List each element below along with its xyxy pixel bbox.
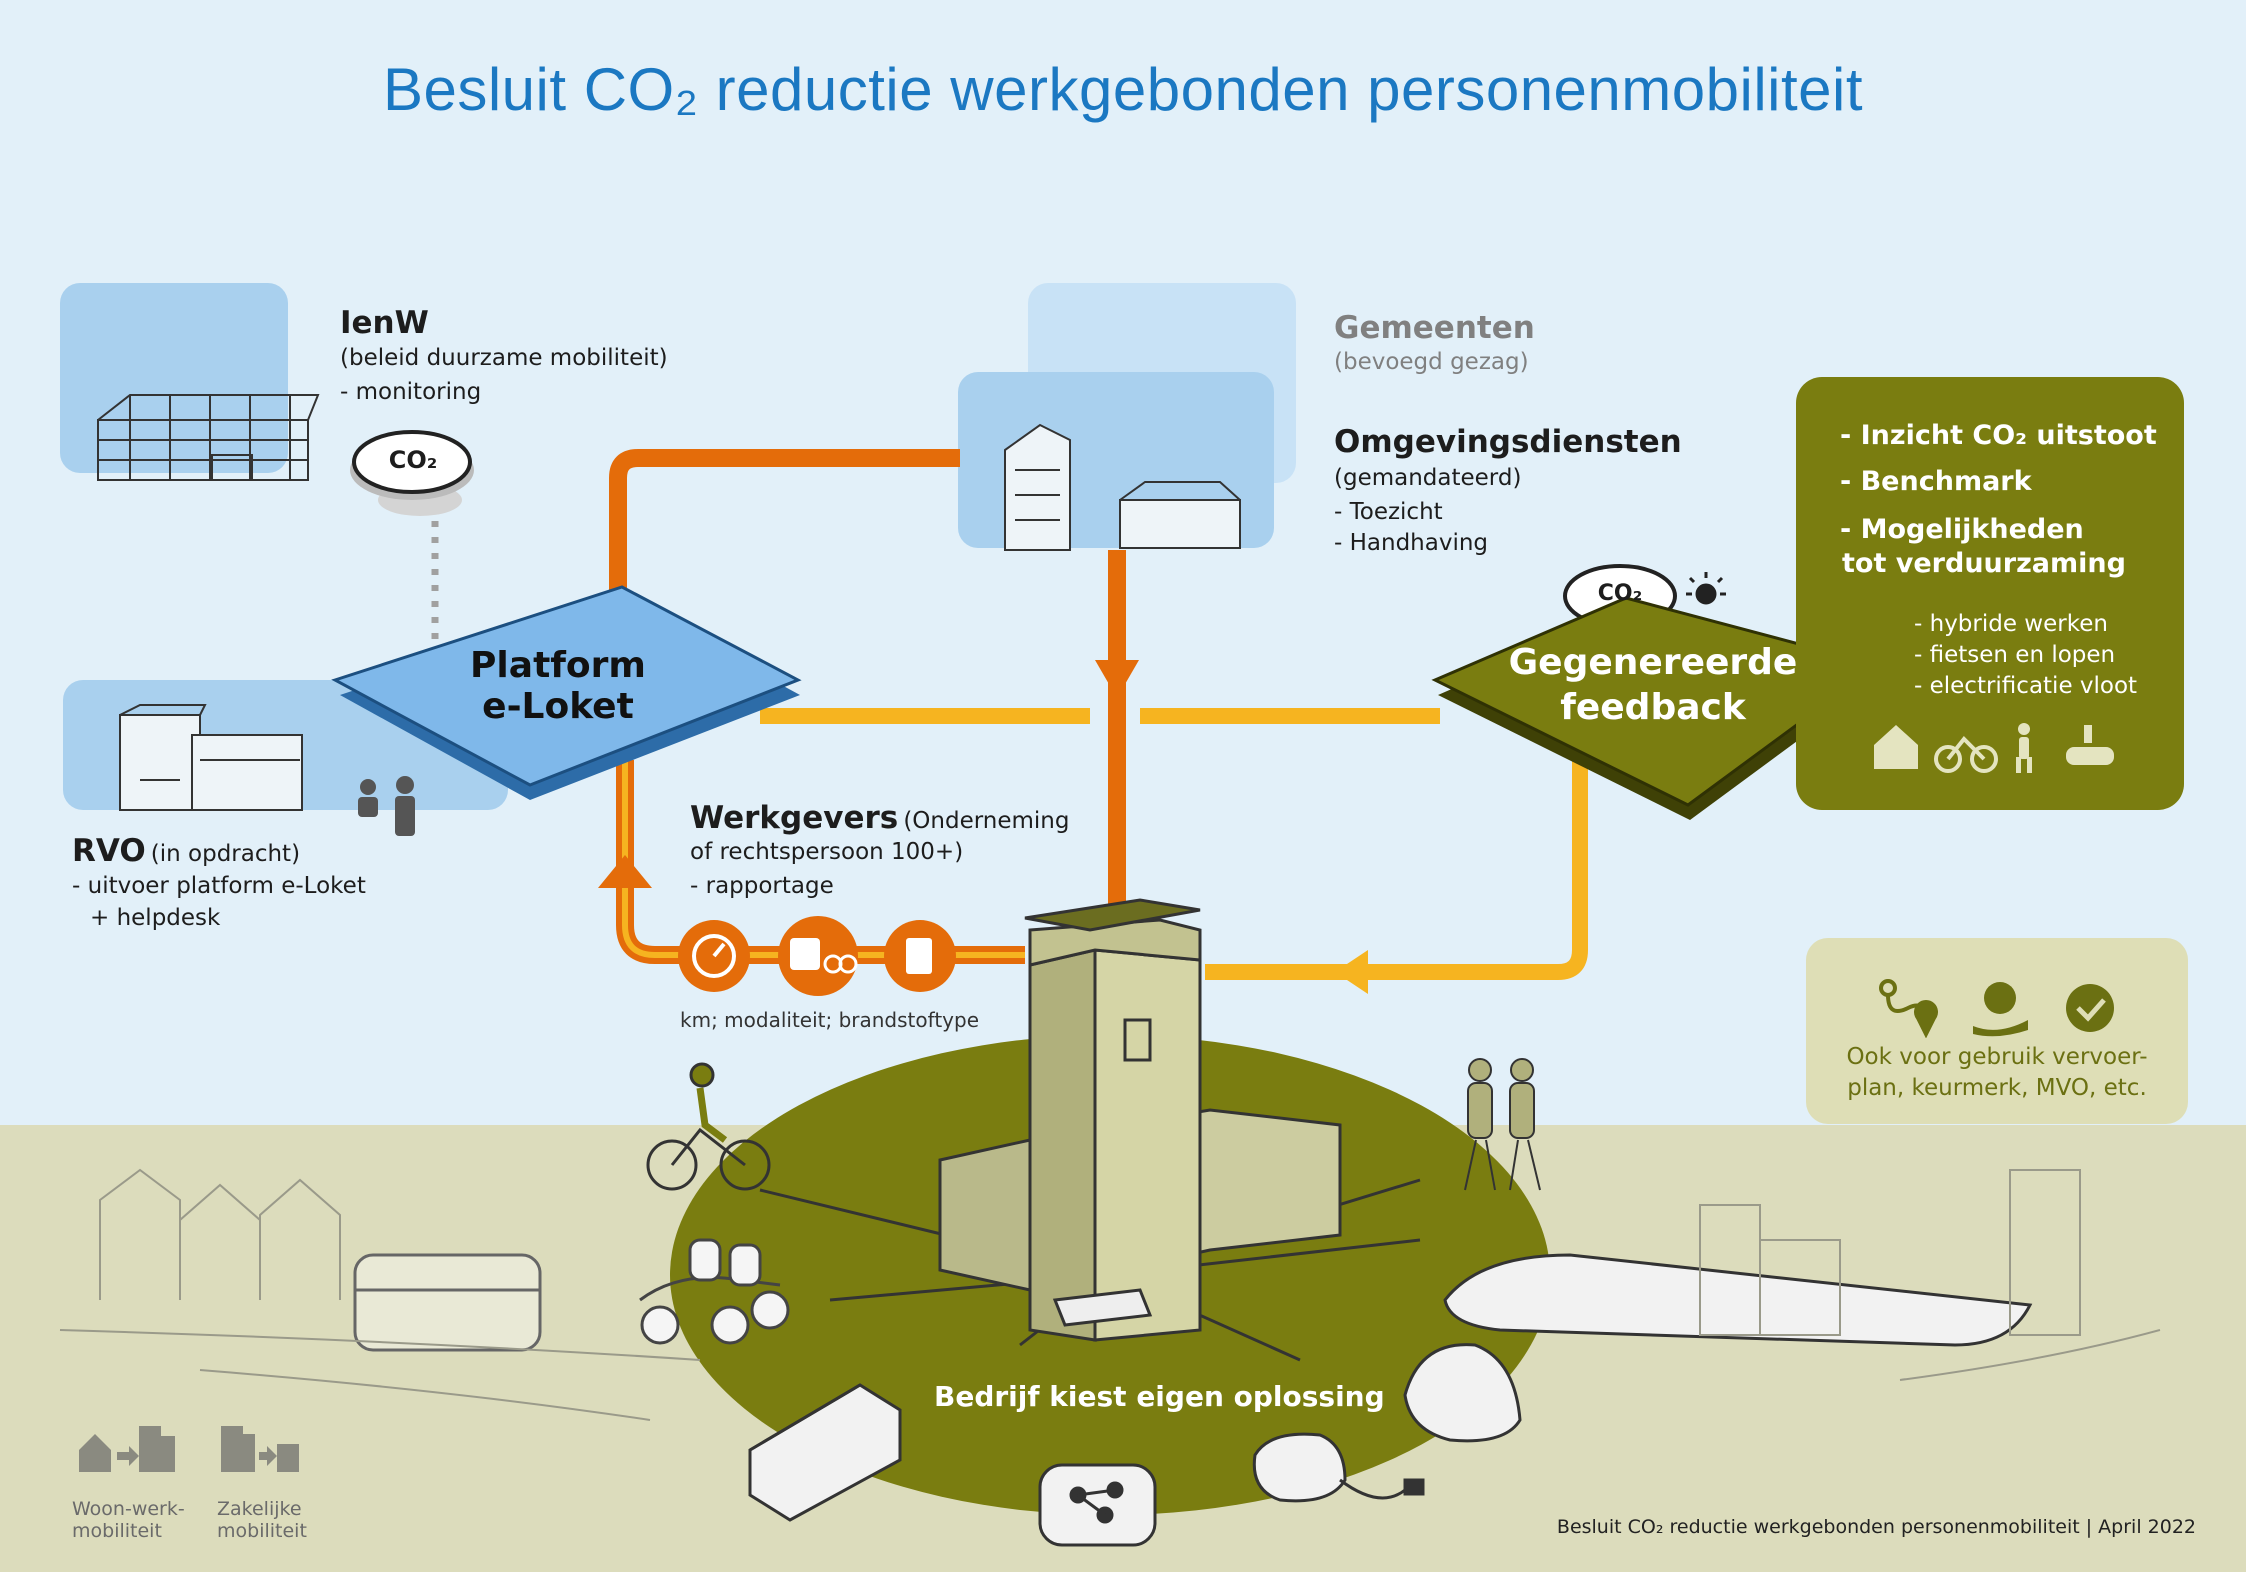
feedback-item-verduurzaming: tot verduurzaming: [1842, 548, 2126, 579]
rvo-description: (in opdracht): [150, 841, 301, 867]
shared-car-icon: [1038, 1463, 1157, 1547]
legend-woon-werk-line2: mobiliteit: [72, 1520, 162, 1542]
ienw-building-icon: [97, 394, 320, 481]
ev-charging-icon: [2066, 725, 2114, 765]
legend-zakelijke: Zakelijke mobiliteit: [217, 1498, 307, 1542]
werkgevers-task: - rapportage: [690, 873, 834, 899]
lightbulb-icon: [1686, 572, 1726, 605]
other-use-icon-row: [1879, 979, 2114, 1038]
feedback-sub-fietsen: - fietsen en lopen: [1914, 642, 2116, 668]
omgevingsdiensten-task-toezicht: - Toezicht: [1334, 499, 1443, 525]
platform-slab: [331, 585, 802, 800]
company-tower-icon: [938, 898, 1342, 1342]
feedback-co2-badge: CO₂: [1597, 581, 1643, 606]
office-to-office-icon: [221, 1426, 299, 1472]
rvo-name: RVO: [72, 833, 146, 869]
feedback-item-benchmark: - Benchmark: [1840, 466, 2032, 497]
odometer-icon: [678, 920, 750, 992]
feedback-info-box: - Inzicht CO₂ uitstoot - Benchmark - Mog…: [1796, 377, 2184, 810]
ienw-task: - monitoring: [340, 379, 482, 405]
other-use-line1: Ook voor gebruik vervoer-: [1846, 1044, 2148, 1070]
center-solution-label: Bedrijf kiest eigen oplossing: [934, 1380, 1385, 1413]
werkgevers-description-line2: of rechtspersoon 100+): [690, 839, 964, 865]
walking-icon: [2016, 723, 2032, 773]
people-icon: [358, 776, 415, 836]
legend-icons: [79, 1426, 299, 1472]
platform-label-line2: e-Loket: [482, 686, 634, 727]
feedback-item-inzicht: - Inzicht CO₂ uitstoot: [1840, 420, 2157, 451]
down-arrow-icon: [1095, 660, 1139, 698]
page-title: Besluit CO₂ reductie werkgebonden person…: [382, 56, 1864, 123]
report-icon-row: [678, 916, 956, 996]
scooters-icon: [639, 1238, 790, 1345]
gemeenten-name: Gemeenten: [1334, 310, 1535, 346]
ienw-description: (beleid duurzame mobiliteit): [340, 345, 668, 371]
rvo-task-helpdesk: + helpdesk: [90, 905, 221, 931]
route-icon: [1879, 979, 1938, 1038]
gemeenten-building-icon: [1004, 423, 1241, 551]
gemeenten-description: (bevoegd gezag): [1334, 349, 1529, 375]
legend-woon-werk-line1: Woon-werk-: [72, 1498, 185, 1520]
feedback-icon-row: [1874, 723, 2114, 773]
platform-label: Platform e-Loket: [438, 645, 678, 727]
legend-woon-werk: Woon-werk- mobiliteit: [72, 1498, 185, 1542]
other-use-text: Ook voor gebruik vervoer- plan, keurmerk…: [1806, 1042, 2188, 1104]
left-arrow-icon: [1335, 950, 1368, 994]
van-icon: [748, 1383, 902, 1522]
up-arrow-icon: [598, 855, 652, 888]
feedback-item-mogelijkheden: - Mogelijkheden: [1840, 514, 2084, 545]
legend-zakelijke-line1: Zakelijke: [217, 1498, 302, 1520]
feedback-label: Gegenereerde feedback: [1498, 640, 1808, 730]
home-to-office-icon: [79, 1426, 175, 1472]
vehicles-icon: [778, 916, 858, 996]
ienw-name: IenW: [340, 305, 429, 341]
home-work-icon: [1874, 725, 1918, 769]
feedback-sub-hybride: - hybride werken: [1914, 611, 2108, 637]
werkgevers-description: (Onderneming: [903, 808, 1070, 834]
bus-icon: [353, 1253, 542, 1352]
feedback-sub-electrificatie: - electrificatie vloot: [1914, 673, 2138, 699]
werkgevers-heading: Werkgevers (Onderneming: [690, 800, 1069, 837]
town-sketch-right: [1699, 1169, 2161, 1381]
pedestrians-icon: [1464, 1058, 1541, 1191]
platform-label-line1: Platform: [470, 645, 646, 686]
omgevingsdiensten-description: (gemandateerd): [1334, 465, 1522, 491]
bicycle-icon: [1934, 736, 1998, 773]
flow-lines: [609, 449, 1588, 980]
ienw-co2-badge: CO₂: [388, 446, 438, 474]
rvo-building-icon: [119, 704, 303, 811]
globe-hand-icon: [1973, 982, 2028, 1037]
report-categories: km; modaliteit; brandstoftype: [680, 1008, 979, 1032]
omgevingsdiensten-name: Omgevingsdiensten: [1334, 424, 1682, 460]
footer-caption: Besluit CO₂ reductie werkgebonden person…: [1556, 1516, 2196, 1538]
other-use-line2: plan, keurmerk, MVO, etc.: [1847, 1075, 2147, 1101]
legend-zakelijke-line2: mobiliteit: [217, 1520, 307, 1542]
rvo-task-platform: - uitvoer platform e-Loket: [72, 873, 366, 899]
flow-arrow-heads: [598, 660, 1368, 994]
rvo-heading: RVO (in opdracht): [72, 833, 300, 870]
town-sketch-left: [59, 1168, 701, 1421]
feedback-label-line2: feedback: [1560, 687, 1746, 728]
train-icon: [1443, 1253, 2033, 1347]
autonomous-car-icon: [1403, 1343, 1522, 1443]
omgevingsdiensten-task-handhaving: - Handhaving: [1334, 530, 1489, 556]
electric-car-icon: [1252, 1432, 1425, 1503]
other-use-box: Ook voor gebruik vervoer- plan, keurmerk…: [1806, 938, 2188, 1124]
fuel-icon: [884, 920, 956, 992]
co2-cloud-icon: [350, 430, 474, 640]
feedback-label-line1: Gegenereerde: [1508, 642, 1798, 683]
certificate-icon: [2066, 984, 2114, 1032]
cyclist-icon: [646, 1062, 771, 1191]
werkgevers-name: Werkgevers: [690, 800, 899, 836]
